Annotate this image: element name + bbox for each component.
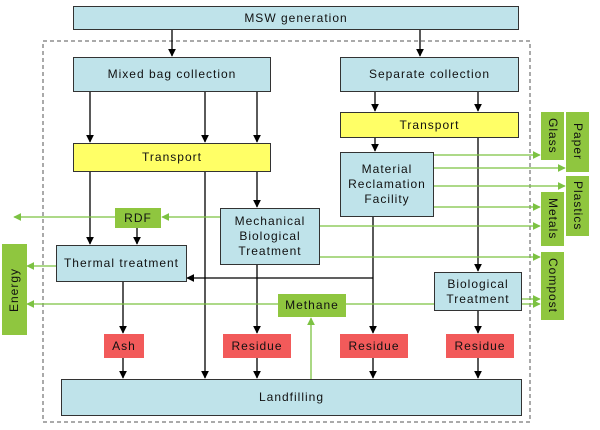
material-reclamation-facility-box: Material Reclamation Facility [340,152,434,217]
mrf-label-line-1: Material [361,162,413,176]
mbt-label-line-1: Mechanical [234,214,306,228]
biological-treatment-box: Biological Treatment [434,272,522,311]
metals-box: Metals [541,192,564,246]
mrf-label-line-2: Reclamation [348,177,426,191]
landfilling-box: Landfilling [61,379,522,416]
residue-box-bio: Residue [446,334,514,358]
msw-generation-box: MSW generation [73,6,519,30]
transport-box-left: Transport [73,143,271,172]
mrf-label-line-3: Facility [364,192,410,206]
thermal-treatment-box: Thermal treatment [56,245,187,282]
separate-collection-box: Separate collection [340,57,519,92]
residue-box-mbt: Residue [223,334,291,358]
methane-box: Methane [278,294,346,317]
mechanical-biological-treatment-box: Mechanical Biological Treatment [220,208,320,265]
plastics-box: Plastics [566,176,589,236]
paper-box: Paper [566,112,589,172]
mbt-label-line-2: Biological [239,229,301,243]
bio-label-line-1: Biological [447,276,509,291]
transport-box-right: Transport [340,112,519,138]
mixed-bag-collection-box: Mixed bag collection [73,57,271,92]
ash-box: Ash [104,334,144,358]
energy-box: Energy [2,244,27,335]
compost-box: Compost [541,252,564,320]
rdf-box: RDF [115,208,161,228]
bio-label-line-2: Treatment [446,291,510,306]
glass-box: Glass [541,112,564,160]
residue-box-mrf: Residue [340,334,408,358]
mbt-label-line-3: Treatment [238,244,302,258]
